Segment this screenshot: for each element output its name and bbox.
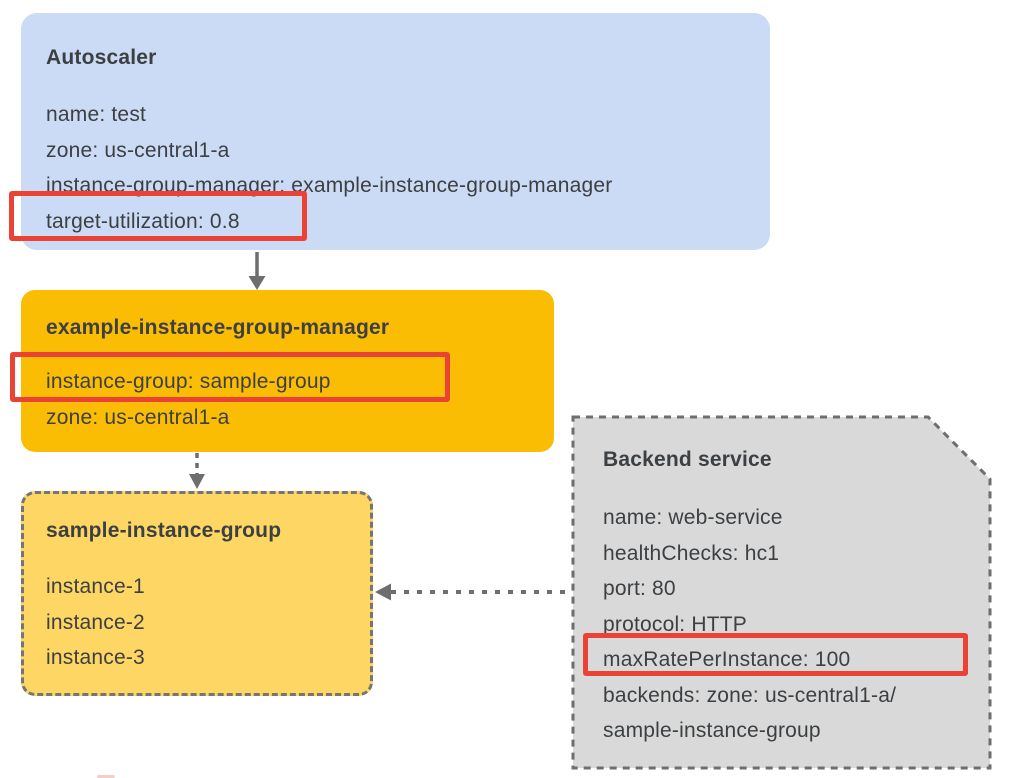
arrow-autoscaler-to-manager-icon [248,252,266,290]
autoscaler-box: Autoscaler name: test zone: us-central1-… [21,13,770,250]
autoscaler-title: Autoscaler [46,46,157,69]
arrow-backend-to-group-icon [375,583,572,601]
backend-healthchecks-line: healthChecks: hc1 [603,541,780,565]
backend-maxrate-line: maxRatePerInstance: 100 [603,648,851,671]
autoscaler-name-line: name: test [46,103,147,126]
backend-service-title: Backend service [603,448,772,471]
backend-service-shape [571,415,992,770]
backend-backends-continuation-line: sample-instance-group [603,719,821,742]
autoscaler-target-utilization-line: target-utilization: 0.8 [46,209,240,233]
backend-service-box: Backend service name: web-service health… [573,417,990,768]
backend-backends-line: backends: zone: us-central1-a/ [603,683,897,707]
instance-2-line: instance-2 [46,610,145,634]
instance-3-line: instance-3 [46,646,145,669]
manager-instance-group-line: instance-group: sample-group [46,370,331,393]
backend-protocol-line: protocol: HTTP [603,612,748,636]
cropped-edge-artifact [97,775,115,778]
sample-instance-group-title: sample-instance-group [46,519,282,542]
instance-group-manager-box: example-instance-group-manager instance-… [21,290,554,452]
arrow-manager-to-group-icon [189,453,205,489]
backend-port-line: port: 80 [603,577,676,600]
sample-instance-group-box: sample-instance-group instance-1 instanc… [21,491,373,696]
autoscaler-zone-line: zone: us-central1-a [46,138,230,162]
highlight-target-utilization [9,191,307,241]
highlight-max-rate-per-instance [583,633,968,676]
backend-name-line: name: web-service [603,506,783,529]
highlight-instance-group [10,352,450,402]
manager-zone-line: zone: us-central1-a [46,405,230,429]
instance-1-line: instance-1 [46,575,145,598]
instance-group-manager-title: example-instance-group-manager [46,316,390,339]
